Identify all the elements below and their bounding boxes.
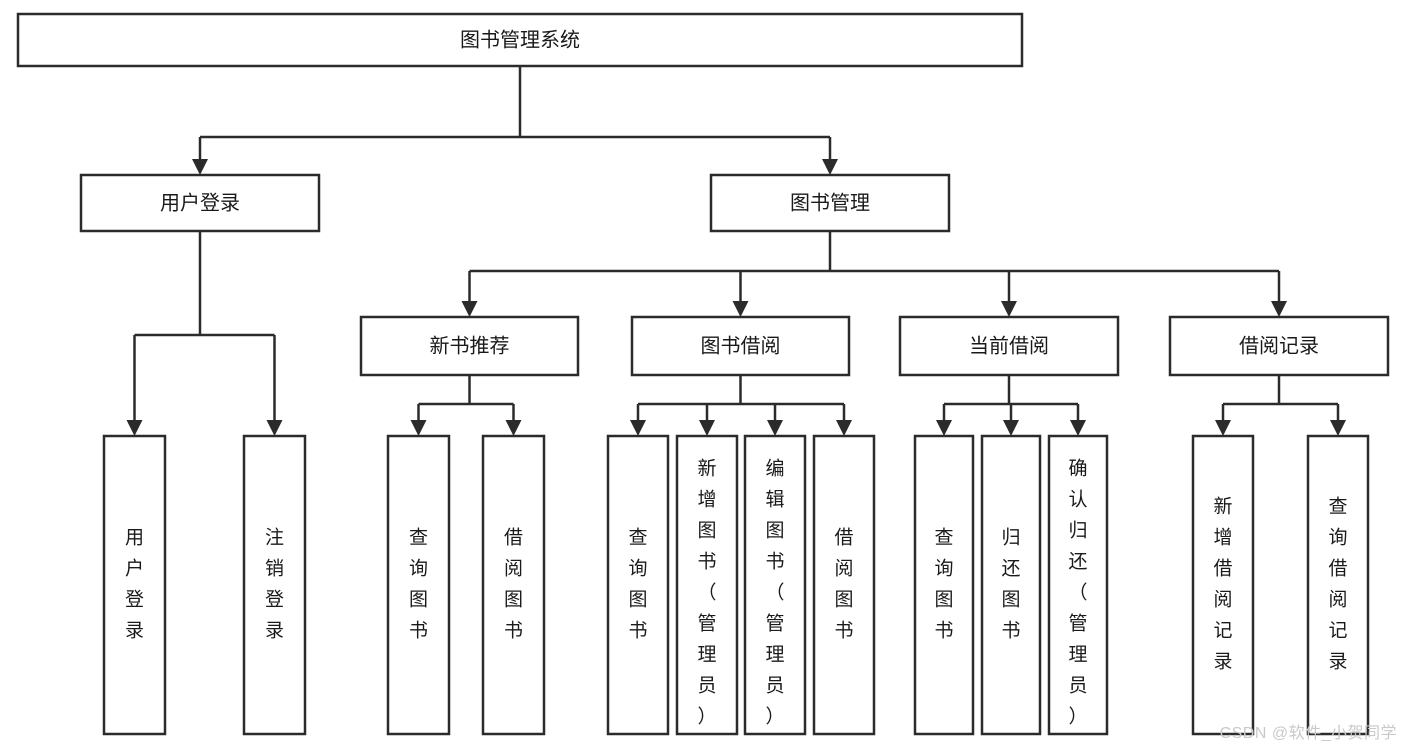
node-label-cb-return-book: 归还图书 xyxy=(1001,527,1020,642)
node-cb-return-book[interactable]: 归还图书 xyxy=(980,434,1042,736)
node-br-add-record[interactable]: 新增借阅记录 xyxy=(1191,434,1255,736)
arrow-head-icon xyxy=(1330,420,1346,436)
node-br-query-record[interactable]: 查询借阅记录 xyxy=(1306,434,1370,736)
node-book-management[interactable]: 图书管理 xyxy=(709,173,951,233)
node-label-cb-confirm-return: 确认归还（管理员） xyxy=(1068,458,1087,728)
node-box-user-login-do xyxy=(102,434,167,736)
node-label-current-borrow: 当前借阅 xyxy=(969,334,1049,357)
node-box-bb-borrow-book xyxy=(812,434,876,736)
arrow-head-icon xyxy=(1215,420,1231,436)
connector-layer xyxy=(126,66,1346,436)
node-label-cb-query-book: 查询图书 xyxy=(934,527,953,642)
arrow-head-icon xyxy=(1001,301,1017,317)
arrow-head-icon xyxy=(410,420,427,436)
node-box-nbr-query-book xyxy=(386,434,451,736)
arrow-head-icon xyxy=(836,420,852,436)
node-label-new-book-recommend: 新书推荐 xyxy=(430,334,510,357)
arrow-head-icon xyxy=(767,420,783,436)
node-box-bb-add-book xyxy=(675,434,739,736)
node-user-login-do[interactable]: 用户登录 xyxy=(102,434,167,736)
arrow-head-icon xyxy=(505,420,522,436)
node-box-book-management xyxy=(709,173,951,233)
node-box-bb-query-book xyxy=(606,434,670,736)
node-label-bb-edit-book: 编辑图书（管理员） xyxy=(765,458,784,728)
node-bb-borrow-book[interactable]: 借阅图书 xyxy=(812,434,876,736)
node-box-current-borrow xyxy=(898,315,1120,377)
node-label-br-add-record: 新增借阅记录 xyxy=(1213,496,1232,673)
node-cb-confirm-return[interactable]: 确认归还（管理员） xyxy=(1047,434,1109,736)
node-label-book-management: 图书管理 xyxy=(790,191,870,214)
node-box-cb-return-book xyxy=(980,434,1042,736)
node-label-undefined: 图书管理系统 xyxy=(460,28,580,51)
node-layer: 图书管理系统用户登录用户登录注销登录图书管理新书推荐查询图书借阅图书图书借阅查询… xyxy=(16,12,1390,736)
node-label-user-login: 用户登录 xyxy=(160,191,240,214)
arrow-head-icon xyxy=(1003,420,1019,436)
arrow-head-icon xyxy=(461,301,478,317)
arrow-head-icon xyxy=(732,301,749,317)
node-box-bb-edit-book xyxy=(743,434,807,736)
node-label-br-query-record: 查询借阅记录 xyxy=(1328,496,1347,673)
node-new-book-recommend[interactable]: 新书推荐 xyxy=(359,315,580,377)
node-borrow-record[interactable]: 借阅记录 xyxy=(1168,315,1390,377)
node-label-bb-borrow-book: 借阅图书 xyxy=(834,527,853,642)
node-label-bb-query-book: 查询图书 xyxy=(628,527,647,642)
node-user-logout[interactable]: 注销登录 xyxy=(242,434,307,736)
node-label-nbr-borrow-book: 借阅图书 xyxy=(504,527,523,642)
node-bb-query-book[interactable]: 查询图书 xyxy=(606,434,670,736)
node-box-undefined xyxy=(16,12,1024,68)
arrow-head-icon xyxy=(1070,420,1086,436)
node-label-user-login-do: 用户登录 xyxy=(125,528,144,642)
arrow-head-icon xyxy=(126,420,143,436)
node-bb-add-book[interactable]: 新增图书（管理员） xyxy=(675,434,739,736)
node-book-borrow[interactable]: 图书借阅 xyxy=(630,315,851,377)
node-nbr-borrow-book[interactable]: 借阅图书 xyxy=(481,434,546,736)
node-box-user-logout xyxy=(242,434,307,736)
node-box-nbr-borrow-book xyxy=(481,434,546,736)
node-box-br-query-record xyxy=(1306,434,1370,736)
node-cb-query-book[interactable]: 查询图书 xyxy=(913,434,975,736)
node-label-nbr-query-book: 查询图书 xyxy=(409,527,428,642)
node-undefined[interactable]: 图书管理系统 xyxy=(16,12,1024,68)
node-label-bb-add-book: 新增图书（管理员） xyxy=(697,458,716,728)
arrow-head-icon xyxy=(630,420,646,436)
node-nbr-query-book[interactable]: 查询图书 xyxy=(386,434,451,736)
node-box-user-login xyxy=(79,173,321,233)
node-label-borrow-record: 借阅记录 xyxy=(1239,334,1319,357)
arrow-head-icon xyxy=(1271,301,1287,317)
node-current-borrow[interactable]: 当前借阅 xyxy=(898,315,1120,377)
node-label-user-logout: 注销登录 xyxy=(265,527,284,642)
arrow-head-icon xyxy=(266,420,283,436)
arrow-head-icon xyxy=(192,159,208,175)
node-user-login[interactable]: 用户登录 xyxy=(79,173,321,233)
arrow-head-icon xyxy=(699,420,715,436)
node-box-borrow-record xyxy=(1168,315,1390,377)
node-bb-edit-book[interactable]: 编辑图书（管理员） xyxy=(743,434,807,736)
node-label-book-borrow: 图书借阅 xyxy=(701,334,781,357)
node-box-br-add-record xyxy=(1191,434,1255,736)
arrow-head-icon xyxy=(936,420,952,436)
node-box-cb-confirm-return xyxy=(1047,434,1109,736)
node-box-new-book-recommend xyxy=(359,315,580,377)
arrow-head-icon xyxy=(822,159,838,175)
node-box-cb-query-book xyxy=(913,434,975,736)
node-box-book-borrow xyxy=(630,315,851,377)
